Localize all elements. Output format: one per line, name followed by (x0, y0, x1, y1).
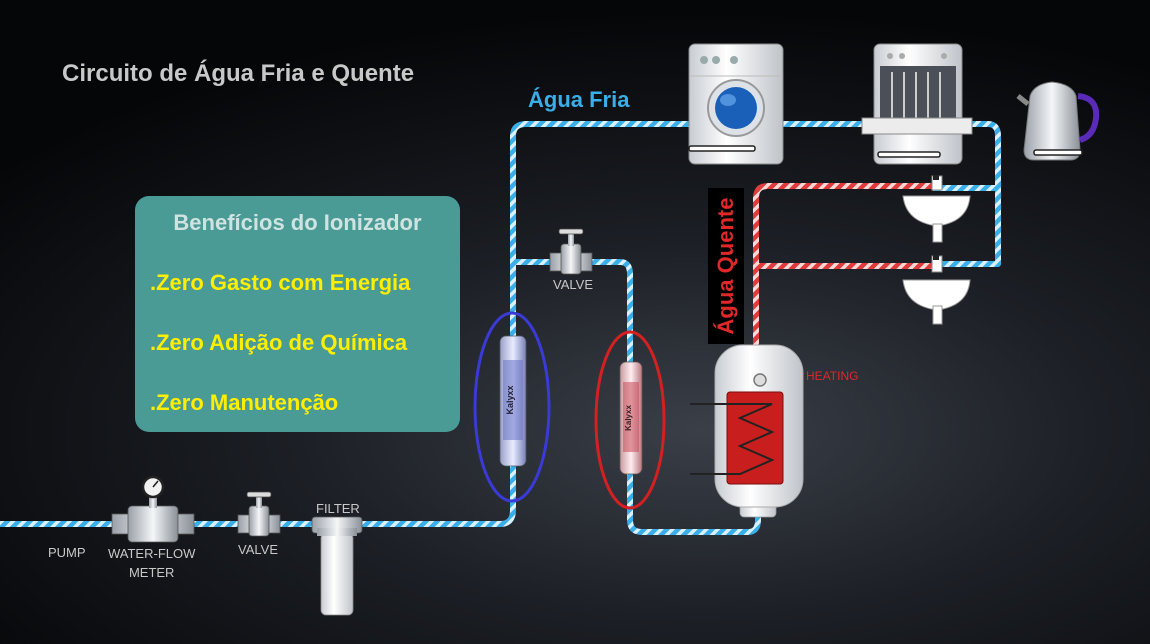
flow-meter-label: WATER-FLOW METER (108, 544, 195, 582)
cold-ionizer-highlight-ring (473, 311, 551, 503)
cold-ionizer-brand: Kalyxx (505, 385, 515, 414)
branch-pipe (510, 259, 761, 535)
heater-outlet-pipe (753, 183, 938, 353)
cold-water-pipes (0, 121, 1001, 535)
hot-water-label-box: Água Quente (708, 188, 744, 344)
heating-label: HEATING (806, 369, 859, 383)
flow-meter-label-line2: METER (128, 565, 175, 580)
flow-meter-label-line1: WATER-FLOW (108, 546, 196, 561)
main-supply-pipe (0, 121, 1001, 527)
diagram-title: Circuito de Água Fria e Quente (62, 60, 415, 87)
washing-machine-icon (688, 43, 784, 165)
branch-valve-label: VALVE (553, 277, 593, 292)
hot-water-pipes (753, 183, 938, 353)
benefits-title: Benefícios do Ionizador (173, 210, 422, 235)
filter-icon (311, 516, 363, 616)
cold-water-label: Água Fria (528, 87, 630, 112)
pump-label: PUMP (48, 545, 86, 560)
hot-ionizer-highlight-ring (594, 330, 666, 510)
benefit-item-maintenance: .Zero Manutenção (150, 390, 339, 415)
dishwasher-icon (861, 43, 973, 165)
lower-sink-icon (902, 255, 971, 325)
hot-water-label: Água Quente (713, 197, 738, 335)
flow-meter-icon (111, 475, 195, 543)
upper-sink-icon (902, 175, 971, 243)
cold-ionizer-icon: Kalyxx (499, 335, 527, 467)
branch-valve-icon (549, 228, 593, 275)
water-heater-icon (690, 344, 804, 518)
hot-ionizer-icon: Kalyxx (619, 361, 643, 475)
filter-label: FILTER (316, 501, 360, 516)
main-valve-label: VALVE (238, 542, 278, 557)
benefit-item-energy: .Zero Gasto com Energia (150, 270, 411, 295)
hot-ionizer-brand: Kalyxx (624, 405, 633, 431)
main-valve-icon (237, 491, 281, 537)
benefits-panel: Benefícios do Ionizador .Zero Gasto com … (135, 196, 460, 432)
kettle-icon (1016, 81, 1100, 161)
benefit-item-chemicals: .Zero Adição de Química (150, 330, 408, 355)
